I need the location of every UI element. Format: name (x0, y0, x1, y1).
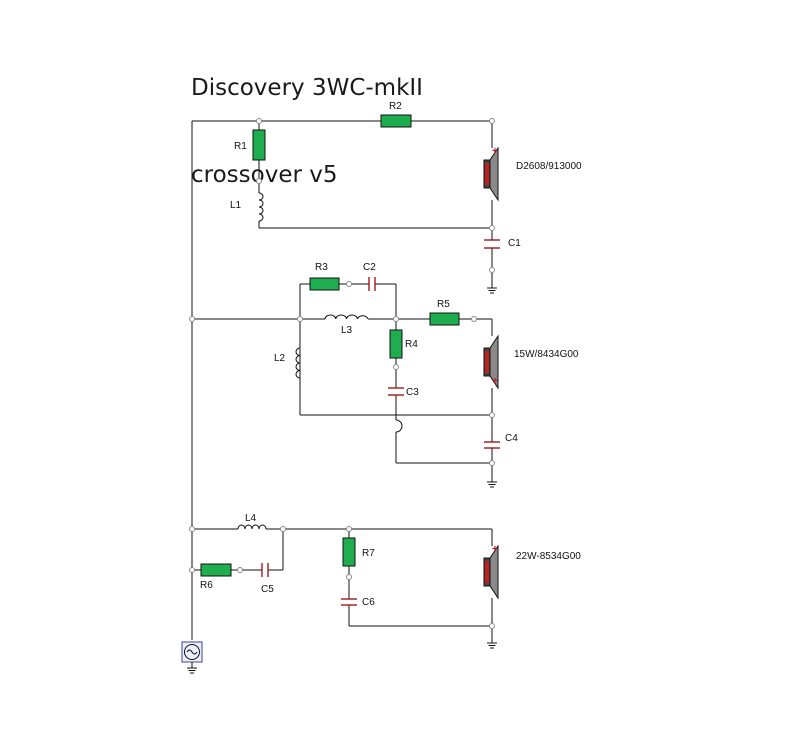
capacitor-c6 (341, 598, 357, 606)
capacitor-c2 (368, 277, 376, 291)
resistor-r6 (200, 563, 232, 577)
label-r4: R4 (405, 339, 418, 350)
label-c6: C6 (362, 597, 375, 608)
title-line-1: Discovery 3WC-mkII (191, 75, 423, 101)
label-c4: C4 (505, 433, 518, 444)
label-c3: C3 (406, 387, 419, 398)
polarity-mark: + (492, 376, 498, 387)
resistor-r1 (252, 129, 266, 161)
label-woofer: 22W-8534G00 (516, 551, 581, 562)
capacitor-c4 (484, 441, 500, 449)
inductor-l3 (324, 314, 369, 320)
speaker-tweeter-icon: + (483, 146, 499, 201)
label-l2: L2 (274, 353, 286, 364)
label-tweeter: D2608/913000 (516, 161, 582, 172)
inductor-l1 (258, 192, 264, 222)
label-mid: 15W/8434G00 (514, 349, 579, 360)
resistor-r4 (389, 329, 403, 359)
title-line-2: crossover v5 (191, 162, 338, 188)
label-r3: R3 (315, 262, 328, 273)
ground-icon (486, 281, 498, 294)
polarity-mark: + (492, 544, 498, 555)
capacitor-c5 (261, 563, 269, 577)
label-r5: R5 (437, 299, 450, 310)
speaker-mid-icon: + (483, 335, 499, 389)
resistor-r5 (429, 312, 460, 326)
capacitor-c3 (388, 387, 404, 396)
inductor-l4 (237, 524, 267, 530)
label-l3: L3 (341, 325, 353, 336)
capacitor-c1 (484, 239, 500, 249)
ground-icon (486, 636, 498, 649)
label-c2: C2 (363, 262, 376, 273)
label-r7: R7 (362, 548, 375, 559)
label-r6: R6 (200, 580, 213, 591)
label-c1: C1 (508, 238, 521, 249)
label-c5: C5 (261, 584, 274, 595)
diagram-title: Discovery 3WC-mkII crossover v5 (191, 16, 423, 219)
label-r1: R1 (234, 141, 247, 152)
label-l4: L4 (245, 513, 257, 524)
resistor-r2 (380, 114, 412, 128)
wiring (191, 120, 493, 640)
label-l1: L1 (230, 200, 242, 211)
resistor-r3 (309, 277, 340, 291)
ground-icon (486, 475, 498, 488)
speaker-woofer-icon: + (483, 544, 499, 599)
polarity-mark: + (492, 146, 498, 157)
inductor-l2 (295, 347, 301, 379)
label-r2: R2 (389, 101, 402, 112)
ac-source-icon (181, 641, 203, 674)
resistor-r7 (342, 537, 356, 567)
nodes (189, 118, 495, 629)
